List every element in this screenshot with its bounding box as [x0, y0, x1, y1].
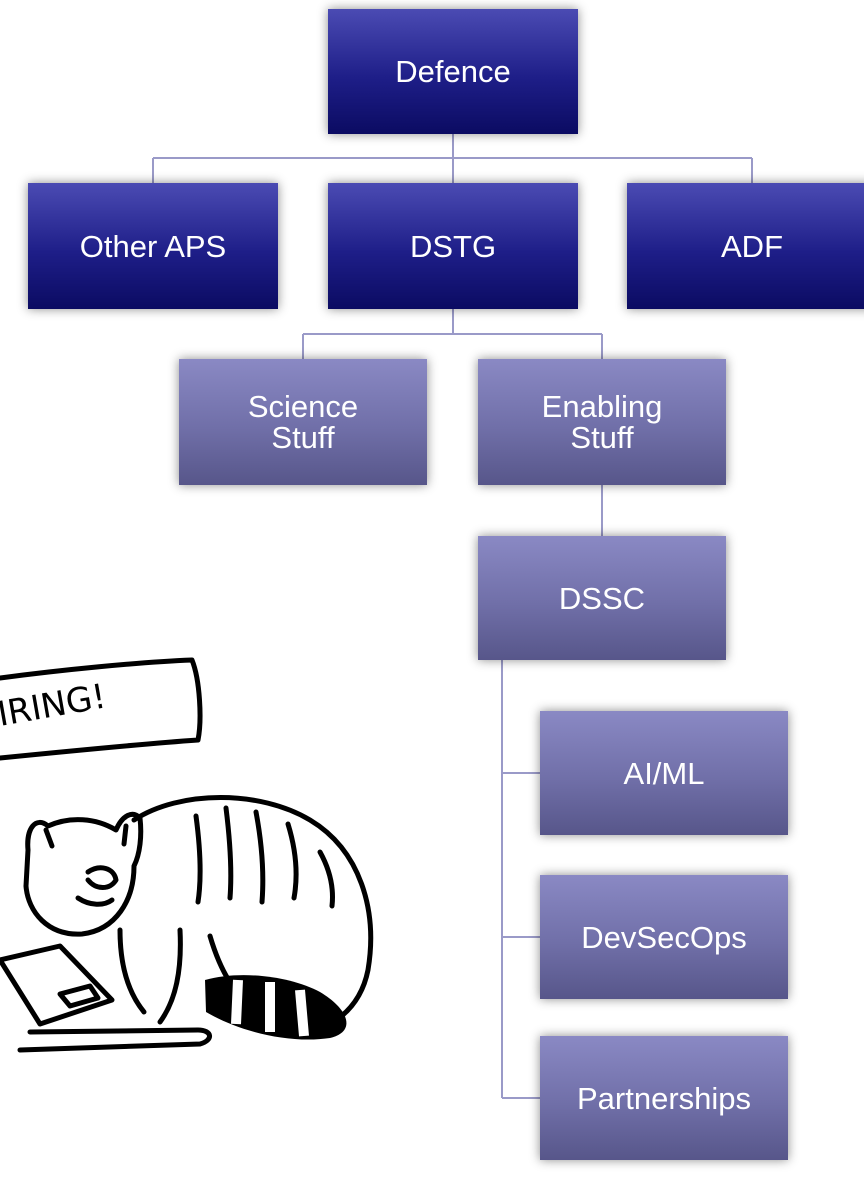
node-defence-label: Defence	[395, 54, 511, 89]
node-partnerships-label: Partnerships	[576, 1080, 752, 1116]
node-dstg: DSTG	[328, 183, 578, 309]
node-enabling-stuff-line2: Stuff	[570, 420, 634, 455]
node-devsecops: DevSecOps	[540, 875, 788, 999]
laptop-icon	[0, 943, 115, 1027]
node-science-stuff: Science Stuff	[179, 359, 427, 485]
node-other-aps-label: Other APS	[79, 228, 227, 264]
node-enabling-stuff-line1: Enabling	[541, 389, 663, 424]
node-dstg-label: DSTG	[409, 228, 497, 264]
node-adf: ADF	[627, 183, 864, 309]
node-ai-ml-label: AI/ML	[623, 755, 705, 791]
node-enabling-stuff: Enabling Stuff	[478, 359, 726, 485]
node-defence: Defence	[328, 9, 578, 134]
node-science-stuff-line1: Science	[247, 389, 359, 424]
cat-tail-icon	[205, 975, 347, 1040]
node-science-stuff-line2: Stuff	[271, 420, 335, 455]
node-ai-ml: AI/ML	[540, 711, 788, 835]
node-partnerships: Partnerships	[540, 1036, 788, 1160]
node-other-aps: Other APS	[28, 183, 278, 309]
node-adf-label: ADF	[721, 228, 783, 264]
node-dssc: DSSC	[478, 536, 726, 660]
comic-cat-hiring-illustration: IRING!	[0, 657, 374, 1053]
node-devsecops-label: DevSecOps	[581, 919, 747, 955]
node-dssc-label: DSSC	[558, 580, 646, 616]
cat-icon	[23, 812, 144, 937]
hiring-sign-text: IRING!	[0, 677, 109, 735]
hiring-sign-icon	[0, 657, 203, 761]
